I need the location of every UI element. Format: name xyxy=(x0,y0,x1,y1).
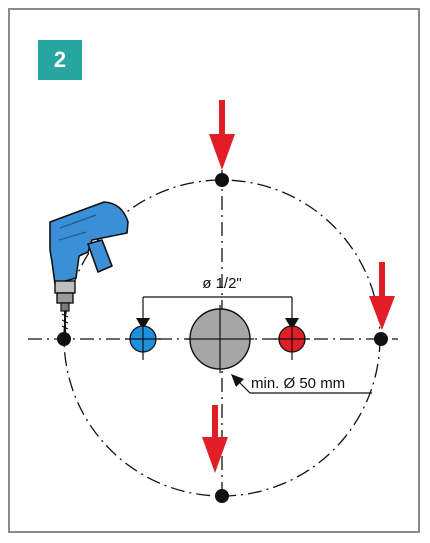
arrow-down-icon xyxy=(209,100,235,170)
marker-left xyxy=(57,332,71,346)
blue-hole xyxy=(125,321,161,360)
spacing-label: ø 1/2" xyxy=(202,275,242,292)
marker-bottom xyxy=(215,489,229,503)
spacing-dimension xyxy=(142,296,293,318)
arrow-down-icon xyxy=(202,405,228,473)
center-hole xyxy=(186,305,254,373)
marker-top xyxy=(215,173,229,187)
min-diameter-leader xyxy=(231,374,372,394)
diagram-frame xyxy=(8,8,420,533)
red-hole xyxy=(274,321,310,360)
min-diameter-label: min. Ø 50 mm xyxy=(251,375,345,392)
step-badge: 2 xyxy=(38,40,82,80)
drill-icon xyxy=(49,201,129,333)
arrow-down-icon xyxy=(369,262,395,330)
marker-right xyxy=(374,332,388,346)
